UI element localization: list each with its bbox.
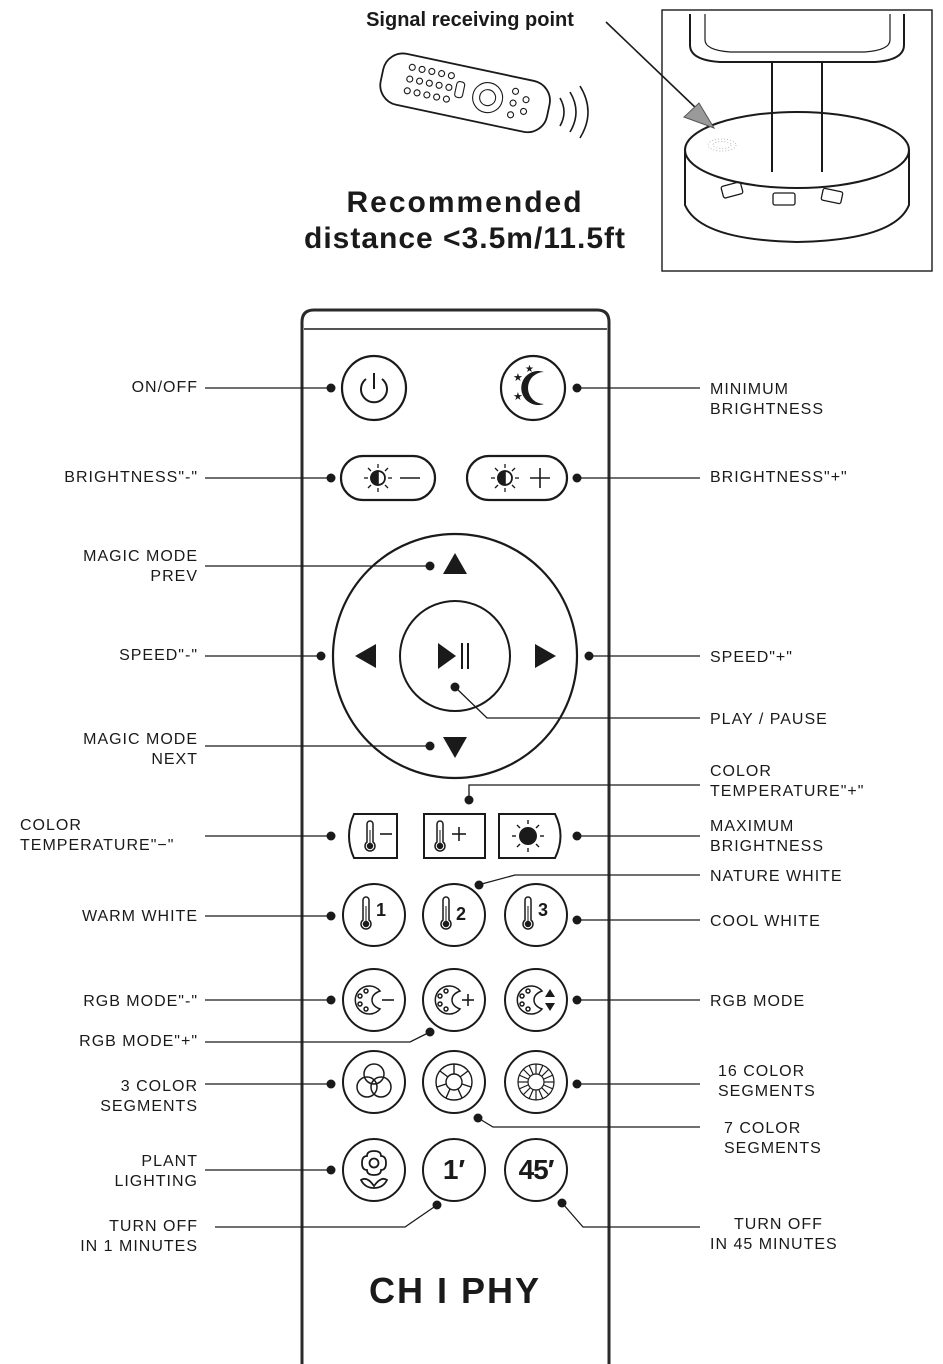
palette-icon	[516, 985, 555, 1015]
svg-text:1: 1	[376, 900, 386, 920]
label-cool-white: COOL WHITE	[710, 913, 821, 930]
distance-title-line1: Recommended	[346, 186, 584, 219]
remote-body	[300, 308, 611, 1364]
down-arrow-icon[interactable]	[443, 737, 467, 758]
right-arrow-icon[interactable]	[535, 644, 556, 668]
segment-ring-icon	[435, 1063, 473, 1101]
plant-lighting-button[interactable]	[342, 1138, 406, 1202]
brightness-minus-button[interactable]	[339, 454, 437, 502]
small-remote-illustration	[379, 52, 551, 134]
timer-45-label: 45′	[518, 1154, 555, 1185]
leader-dots	[316, 383, 594, 1210]
label-rgb-minus: RGB MODE"-"	[83, 993, 198, 1010]
label-nature-white: NATURE WHITE	[710, 868, 843, 885]
label-speed-minus: SPEED"-"	[119, 647, 198, 664]
play-pause-icon	[438, 643, 469, 669]
up-arrow-icon[interactable]	[443, 553, 467, 574]
minimum-brightness-button[interactable]: ★ ★ ★	[499, 354, 567, 422]
signal-receiver-dots	[707, 138, 737, 152]
thermometer-icon	[364, 820, 392, 852]
flower-icon	[359, 1150, 389, 1189]
label-brightness-minus: BRIGHTNESS"-"	[64, 469, 198, 486]
timer-1-label: 1′	[442, 1154, 466, 1185]
signal-waves	[559, 85, 589, 139]
seven-color-segments-button[interactable]	[422, 1050, 486, 1114]
sixteen-color-segments-button[interactable]	[504, 1050, 568, 1114]
thermometer-icon	[434, 820, 466, 852]
rgb-minus-button[interactable]	[342, 968, 406, 1032]
play-pause-button[interactable]	[399, 600, 511, 712]
label-warm-white: WARM WHITE	[81, 908, 198, 925]
power-button[interactable]	[340, 354, 408, 422]
svg-text:2: 2	[456, 904, 466, 924]
svg-text:★: ★	[525, 364, 534, 375]
distance-title-line2: distance <3.5m/11.5ft	[304, 222, 626, 255]
color-temp-minus-button[interactable]	[348, 813, 398, 859]
three-color-segments-button[interactable]	[342, 1050, 406, 1114]
signal-receiving-label: Signal receiving point	[366, 9, 574, 31]
direction-pad	[331, 532, 579, 780]
moon-stars-icon: ★ ★ ★	[513, 364, 544, 405]
warm-white-button[interactable]: 1	[342, 883, 406, 947]
timer-45-button[interactable]	[504, 1138, 568, 1202]
timer-1-button[interactable]	[422, 1138, 486, 1202]
rgb-plus-button[interactable]	[422, 968, 486, 1032]
sun-half-icon	[491, 464, 550, 492]
svg-text:★: ★	[513, 391, 523, 403]
rgb-mode-button[interactable]	[504, 968, 568, 1032]
svg-text:3: 3	[538, 900, 548, 920]
palette-icon	[434, 985, 474, 1015]
maximum-brightness-button[interactable]	[498, 813, 562, 859]
power-icon	[360, 373, 388, 404]
segment-ring-icon	[517, 1063, 555, 1101]
sun-half-icon	[364, 464, 420, 492]
thermometer-icon	[522, 896, 534, 930]
label-brightness-plus: BRIGHTNESS"+"	[710, 469, 848, 486]
label-on-off: ON/OFF	[131, 379, 198, 396]
thermometer-icon	[360, 896, 372, 930]
three-circles-icon	[356, 1063, 392, 1098]
label-rgb-mode: RGB MODE	[710, 993, 806, 1010]
left-arrow-icon[interactable]	[355, 644, 376, 668]
brightness-plus-button[interactable]	[465, 454, 569, 502]
nature-white-button[interactable]: 2	[422, 883, 486, 947]
label-play-pause: PLAY / PAUSE	[710, 711, 828, 728]
palette-icon	[354, 985, 394, 1015]
lamp-button-icons	[720, 181, 844, 206]
pointer-arrow	[605, 21, 716, 129]
cool-white-button[interactable]: 3	[504, 883, 568, 947]
thermometer-icon	[440, 896, 452, 930]
color-temp-plus-button[interactable]	[423, 813, 486, 859]
brand-logo: CH I PHY	[368, 1270, 542, 1311]
sun-icon	[512, 820, 544, 852]
label-speed-plus: SPEED"+"	[710, 649, 793, 666]
lamp-inset-panel	[661, 9, 933, 272]
svg-text:★: ★	[513, 372, 523, 384]
label-rgb-plus: RGB MODE"+"	[79, 1033, 198, 1050]
leader-lines	[205, 387, 700, 1228]
